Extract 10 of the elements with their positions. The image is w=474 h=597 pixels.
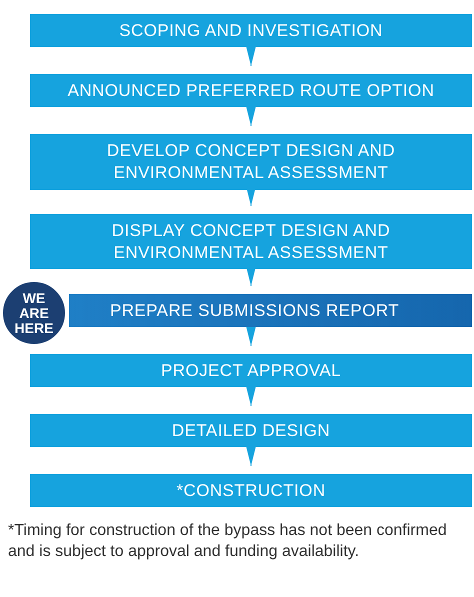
process-box: ANNOUNCED PREFERRED ROUTE OPTION: [30, 74, 472, 107]
process-box: PROJECT APPROVAL: [30, 354, 472, 387]
highlighted-process-box: PREPARE SUBMISSIONS REPORT: [69, 294, 472, 327]
footnote: *Timing for construction of the bypass has not been confirmed and is subject to approval and funding availability.: [8, 521, 448, 562]
process-box: DETAILED DESIGN: [30, 414, 472, 447]
process-box: SCOPING AND INVESTIGATION: [30, 14, 472, 47]
process-box: DISPLAY CONCEPT DESIGN AND ENVIRONMENTAL ASSESSMENT: [30, 214, 472, 269]
location-badge: WE ARE HERE: [0, 279, 68, 347]
process-box: DEVELOP CONCEPT DESIGN AND ENVIRONMENTAL ASSESSMENT: [30, 134, 472, 190]
process-box: *CONSTRUCTION: [30, 474, 472, 507]
